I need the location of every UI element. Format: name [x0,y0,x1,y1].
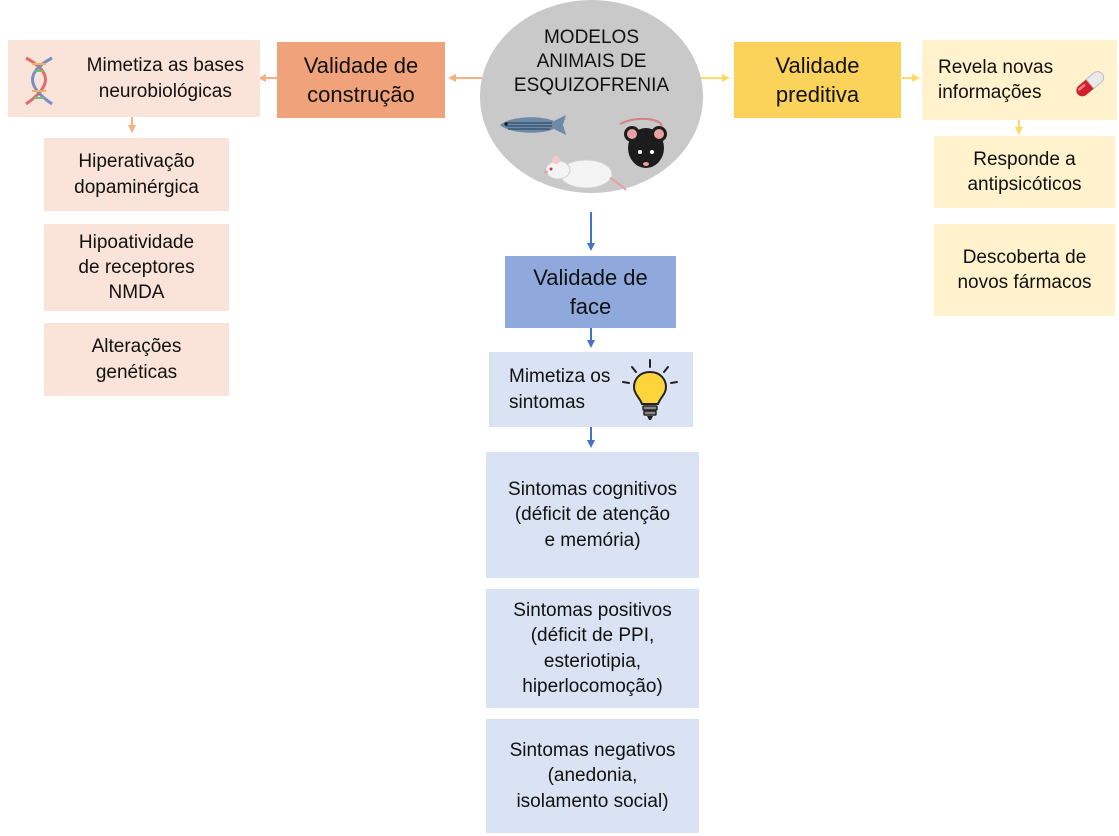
predictive-validity-box: Validade preditiva [734,42,901,118]
predictive-item-box: Responde a antipsicóticos [934,136,1115,208]
face-validity-box: Validade de face [505,256,676,328]
face-item: Sintomas negativos (anedonia, isolamento… [509,740,676,812]
predictive-description-box: Revela novas informações [922,40,1117,120]
construction-validity-box: Validade de construção [277,42,445,118]
center-title: MODELOS ANIMAIS DE ESQUIZOFRENIA [513,27,670,96]
dna-icon [25,56,53,106]
construction-item-box: Alterações genéticas [44,323,229,396]
construction-item: Hiperativação dopaminérgica [74,151,199,198]
predictive-item: Responde a antipsicóticos [967,148,1082,195]
face-item-box: Sintomas positivos (déficit de PPI, este… [486,589,699,708]
construction-item: Alterações genéticas [91,336,182,383]
face-item-box: Sintomas cognitivos (déficit de atenção … [486,452,699,578]
construction-description-box: Mimetiza as bases neurobiológicas [8,40,260,117]
face-description: Mimetiza os sintomas [509,366,611,413]
construction-description: Mimetiza as bases neurobiológicas [86,55,244,102]
predictive-description: Revela novas informações [938,56,1054,103]
center-circle: MODELOS ANIMAIS DE ESQUIZOFRENIA [480,0,703,193]
face-description-box: Mimetiza os sintomas [489,352,693,427]
construction-validity-label: Validade de construção [303,52,419,107]
lightbulb-icon [622,359,678,420]
face-validity-label: Validade de face [533,264,648,319]
face-item-box: Sintomas negativos (anedonia, isolamento… [486,719,699,833]
face-item: Sintomas positivos (déficit de PPI, este… [513,600,672,697]
face-item: Sintomas cognitivos (déficit de atenção … [508,479,677,551]
predictive-item: Descoberta de novos fármacos [957,246,1092,293]
mouse-icon [619,118,667,168]
pill-capsule-icon [1076,71,1105,97]
zebrafish-icon [500,115,566,135]
construction-item: Hipoatividade de receptores NMDA [78,231,195,304]
construction-item-box: Hipoatividade de receptores NMDA [44,224,229,311]
construction-item-box: Hiperativação dopaminérgica [44,138,229,211]
predictive-validity-label: Validade preditiva [775,52,860,107]
predictive-item-box: Descoberta de novos fármacos [934,224,1115,316]
rat-icon [544,156,627,191]
